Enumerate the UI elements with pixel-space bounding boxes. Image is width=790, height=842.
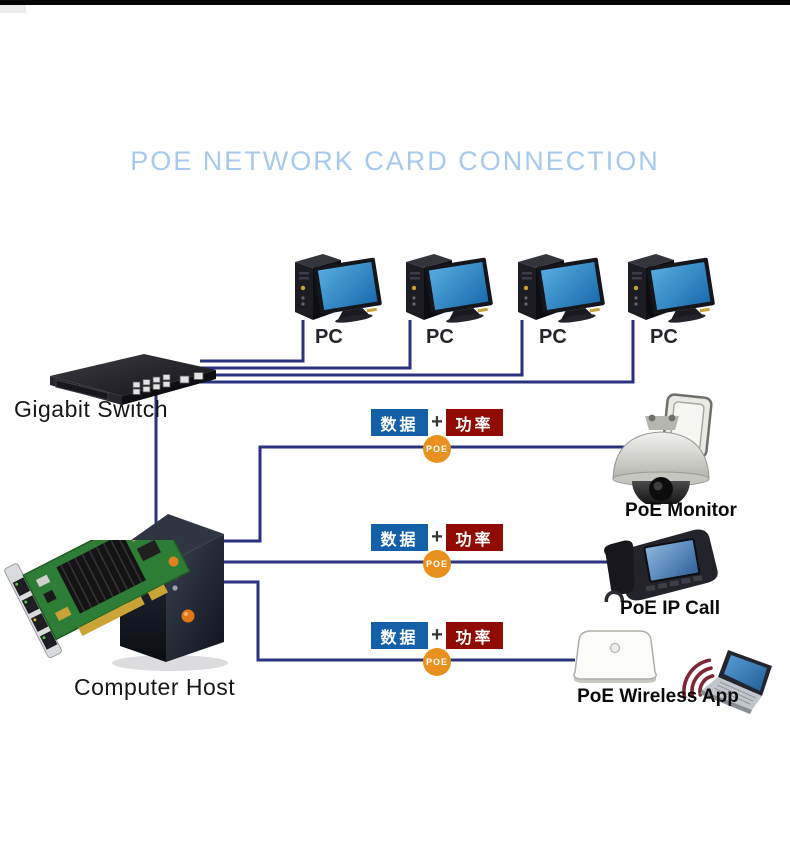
poe-row-2: 数据 + 功率 <box>371 524 503 551</box>
power-badge: 功率 <box>446 622 503 649</box>
poe-camera-icon <box>612 393 713 504</box>
pc-label: PC <box>539 326 567 348</box>
poe-badge: POE <box>423 648 451 676</box>
plus-sign: + <box>431 411 443 433</box>
top-corner-chip <box>0 5 26 13</box>
wireless-label: PoE Wireless App <box>577 686 739 707</box>
power-badge: 功率 <box>446 524 503 551</box>
poe-badge: POE <box>423 435 451 463</box>
pc-label: PC <box>426 326 454 348</box>
pc-icon <box>518 254 605 323</box>
poe-ip-phone-icon <box>604 529 718 602</box>
cable-switch-pc2 <box>200 320 412 370</box>
switch-label: Gigabit Switch <box>14 396 169 422</box>
pc-icon <box>295 254 382 323</box>
poe-row-3: 数据 + 功率 <box>371 622 503 649</box>
data-badge: 数据 <box>371 622 428 649</box>
data-badge: 数据 <box>371 409 428 436</box>
page-title: POE NETWORK CARD CONNECTION <box>130 146 660 176</box>
cable-switch-pc3 <box>200 320 524 377</box>
laptop-icon <box>700 650 772 714</box>
pc-icon <box>406 254 493 323</box>
network-card-icon <box>4 540 191 659</box>
cable-switch-pc4 <box>200 320 635 384</box>
access-point-icon <box>573 630 657 683</box>
monitor-label: PoE Monitor <box>625 500 737 521</box>
host-label: Computer Host <box>74 674 236 700</box>
data-badge: 数据 <box>371 524 428 551</box>
power-badge: 功率 <box>446 409 503 436</box>
poe-row-1: 数据 + 功率 <box>371 409 503 436</box>
top-bar <box>0 0 790 5</box>
cable-host-wireless <box>216 580 575 662</box>
plus-sign: + <box>431 624 443 646</box>
pc-label: PC <box>650 326 678 348</box>
pc-label: PC <box>315 326 343 348</box>
ip-call-label: PoE IP Call <box>620 598 720 619</box>
poe-badge: POE <box>423 550 451 578</box>
pc-icon <box>628 254 715 323</box>
plus-sign: + <box>431 526 443 548</box>
cable-switch-pc1 <box>200 320 305 363</box>
gigabit-switch-icon <box>50 354 216 405</box>
